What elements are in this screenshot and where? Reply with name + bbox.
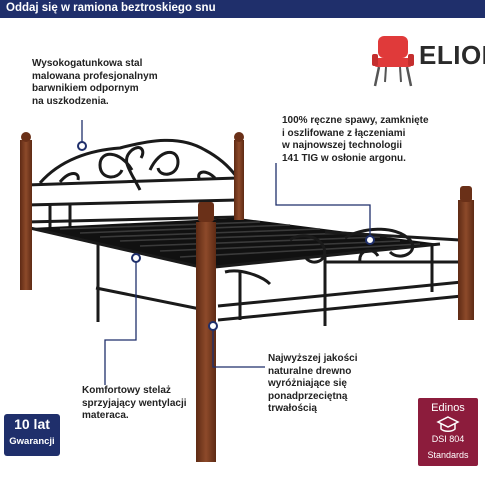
header-title: Oddaj się w ramiona beztroskiego snu [6,2,216,14]
callout-steel-line: na uszkodzenia. [32,95,109,107]
callout-slats-line: materaca. [82,410,129,421]
warranty-label: Gwarancji [9,436,55,447]
callout-welds: 100% ręczne spawy, zamknięte i oszlifowa… [282,115,429,165]
callout-welds-line: 100% ręczne spawy, zamknięte [282,115,429,126]
callout-wood: Najwyższej jakości naturalne drewno wyró… [268,353,358,416]
callout-wood-line: Najwyższej jakości [268,353,358,364]
callout-wood-line: wyróżniające się [268,378,347,389]
header-bar: Oddaj się w ramiona beztroskiego snu [0,0,485,18]
chair-icon [372,36,414,87]
certificate-emblem-icon [436,416,460,432]
callout-wood-line: naturalne drewno [268,365,352,377]
callout-wood-line: ponadprzeciętną [268,390,348,402]
callout-wood-line: trwałością [268,403,317,414]
callout-welds-line: w najnowszej technologii [282,140,403,151]
certificate-code: DSI 804 [431,434,465,444]
callout-welds-line: 141 TIG w osłonie argonu. [282,152,406,164]
callout-steel: Wysokogatunkowa stal malowana profesjona… [32,58,158,108]
warranty-badge: 10 lat Gwarancji [4,414,60,456]
certificate-title: Edinos [431,402,465,414]
warranty-years: 10 lat [14,416,50,432]
brand-name: ELIOR [419,40,485,70]
callout-steel-line: Wysokogatunkowa stal [32,58,143,69]
certificate-label: Standards [427,450,469,460]
callout-steel-line: malowana profesjonalnym [32,70,158,82]
callout-steel-line: barwnikiem odpornym [32,83,139,94]
callout-welds-line: i oszlifowane z łączeniami [282,127,406,139]
callout-slats: Komfortowy stelaż sprzyjający wentylacji… [82,385,187,423]
certificate-badge: Edinos DSI 804 Standards [418,398,478,466]
callout-slats-line: Komfortowy stelaż [82,385,171,396]
wood-posts [20,132,474,462]
callout-slats-line: sprzyjający wentylacji [82,397,187,409]
